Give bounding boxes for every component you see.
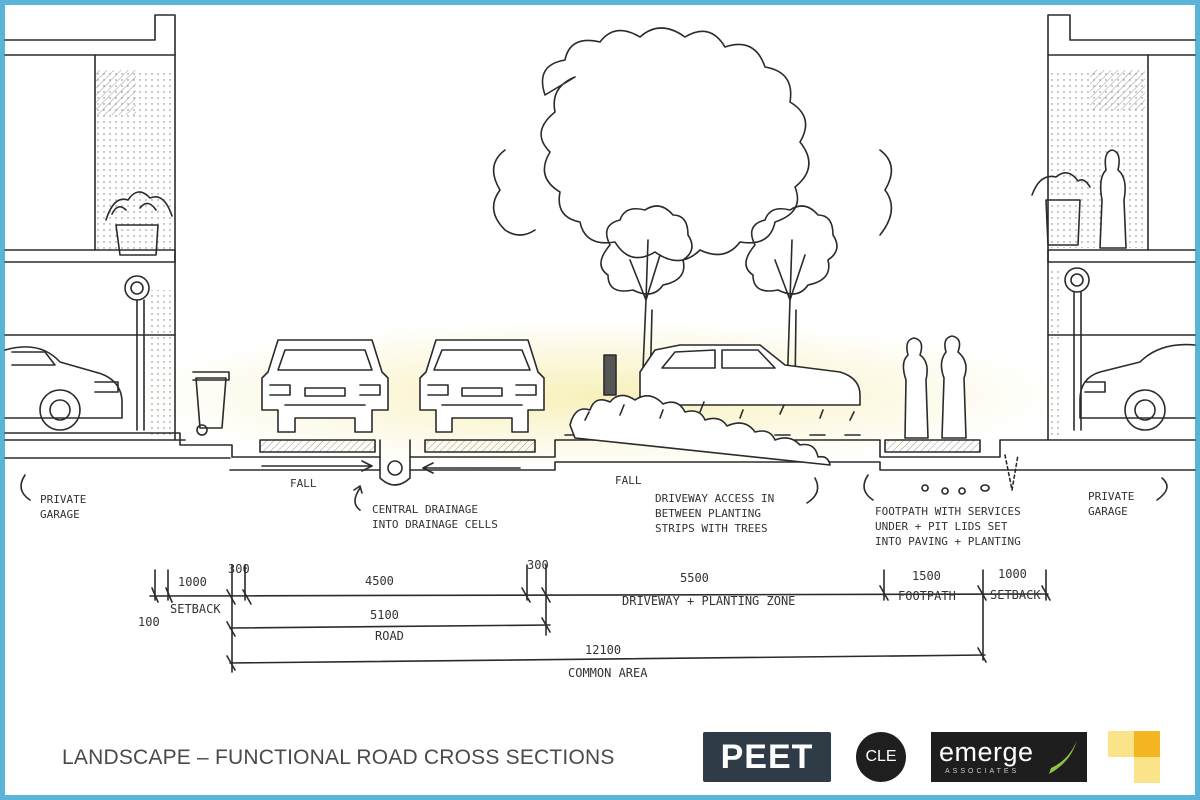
ground-section (4, 432, 1196, 491)
label-footpath-services-2: UNDER + PIT LIDS SET (875, 520, 1008, 533)
annotation-leaders (20, 474, 1168, 511)
street-tree-left (600, 205, 693, 393)
street-tree-right (745, 205, 838, 393)
fall-arrows (261, 460, 521, 474)
right-building (1031, 14, 1196, 441)
dim-5500: 5500 (680, 571, 709, 585)
label-driveway-access-3: STRIPS WITH TREES (655, 522, 768, 535)
dim-1500: 1500 (912, 569, 941, 583)
bollard (603, 354, 617, 396)
label-footpath-services-3: INTO PAVING + PLANTING (875, 535, 1021, 548)
annotations: PRIVATE GARAGE PRIVATE GARAGE FALL FALL … (40, 474, 1134, 548)
dim-100: 100 (138, 615, 160, 629)
square-logo-icon (1108, 731, 1162, 783)
dim-12100: 12100 (585, 643, 621, 657)
label-private-garage-right-1: PRIVATE (1088, 490, 1134, 503)
label-footpath-services-1: FOOTPATH WITH SERVICES (875, 505, 1021, 518)
left-building (4, 14, 176, 441)
label-driveway-access-2: BETWEEN PLANTING (655, 507, 761, 520)
label-central-drainage-1: CENTRAL DRAINAGE (372, 503, 478, 516)
wheelie-bin (192, 371, 230, 436)
label-fall-right: FALL (615, 474, 642, 487)
dimension-lines (149, 564, 1051, 673)
label-private-garage-left-1: PRIVATE (40, 493, 86, 506)
emerge-swoosh-icon (1049, 740, 1077, 774)
parked-car-left (261, 339, 389, 433)
parked-car-right (419, 339, 545, 433)
dim-driveway-zone: DRIVEWAY + PLANTING ZONE (622, 594, 795, 608)
dim-1000-right: 1000 (998, 567, 1027, 581)
dim-1000-left: 1000 (178, 575, 207, 589)
cle-logo: CLE (856, 732, 906, 782)
peet-logo: PEET (703, 732, 831, 782)
label-private-garage-right-2: GARAGE (1088, 505, 1128, 518)
dim-setback-right: SETBACK (990, 588, 1041, 602)
page-title: LANDSCAPE – FUNCTIONAL ROAD CROSS SECTIO… (62, 746, 615, 769)
dimension-labels: 100 1000 SETBACK 300 4500 300 5500 DRIVE… (138, 558, 1041, 680)
dim-setback-left: SETBACK (170, 602, 221, 616)
emerge-logo: emerge ASSOCIATES (931, 732, 1087, 782)
label-private-garage-left-2: GARAGE (40, 508, 80, 521)
label-fall-left: FALL (290, 477, 317, 490)
dim-footpath: FOOTPATH (898, 589, 956, 603)
driveway-car (639, 344, 861, 406)
emerge-logo-sub: ASSOCIATES (945, 768, 1020, 775)
label-driveway-access-1: DRIVEWAY ACCESS IN (655, 492, 774, 505)
dim-300-left: 300 (228, 562, 250, 576)
dim-road: ROAD (375, 629, 404, 643)
emerge-logo-name: emerge (939, 737, 1034, 767)
dim-common-area: COMMON AREA (568, 666, 648, 680)
label-central-drainage-2: INTO DRAINAGE CELLS (372, 518, 498, 531)
dim-300-right: 300 (527, 558, 549, 572)
pedestrians (902, 335, 967, 439)
dim-4500: 4500 (365, 574, 394, 588)
planting-shrubs (569, 394, 855, 466)
dim-5100: 5100 (370, 608, 399, 622)
large-tree-canopy (492, 27, 893, 262)
